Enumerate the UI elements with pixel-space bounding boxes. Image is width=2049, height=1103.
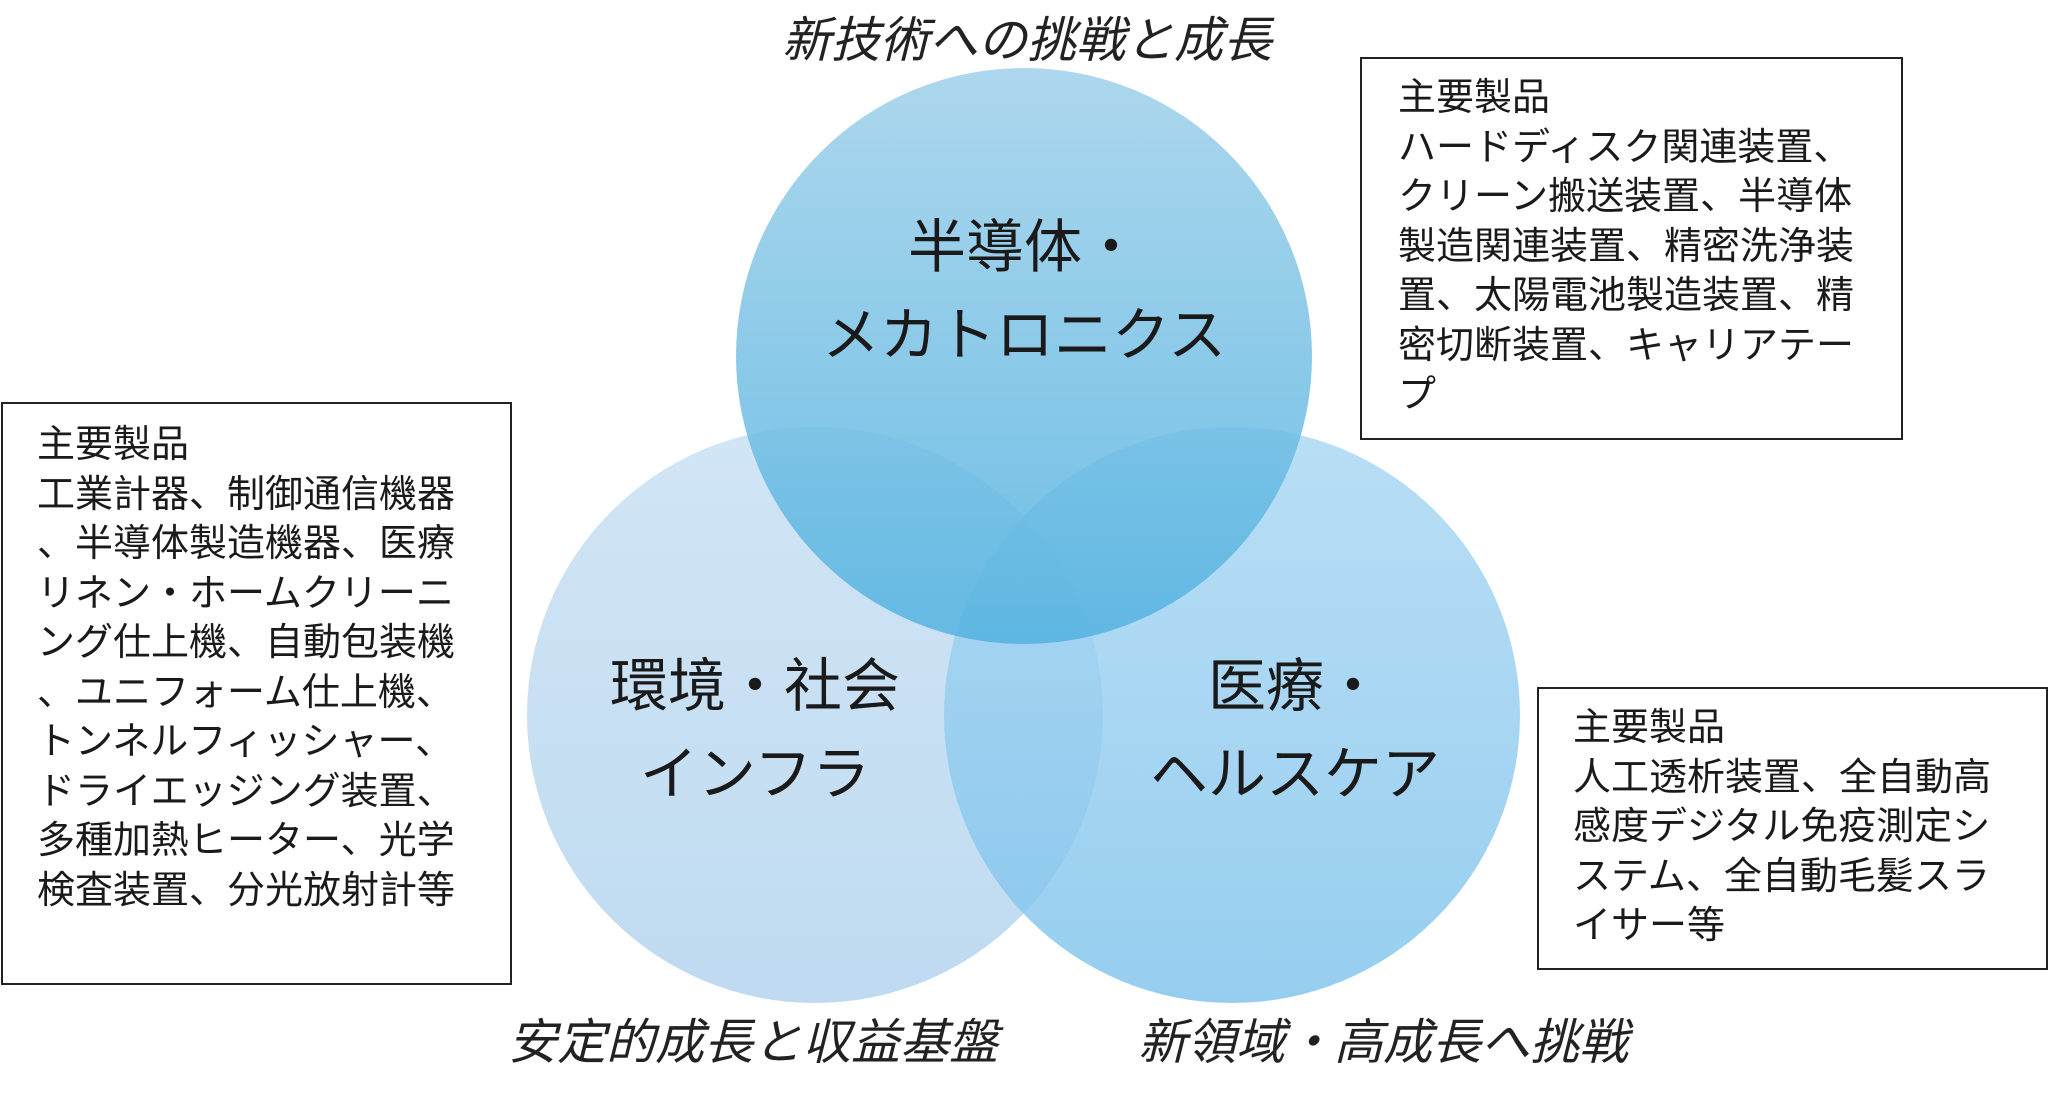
label-medical: 医療・ ヘルスケア xyxy=(1070,642,1520,818)
products-box-semiconductor: 主要製品 ハードディスク関連装置、クリーン搬送装置、半導体製造関連装置、精密洗浄… xyxy=(1360,57,1903,440)
circle-semiconductor xyxy=(736,68,1312,644)
label-semiconductor: 半導体・ メカトロニクス xyxy=(774,203,1274,379)
label-environment-line2: インフラ xyxy=(639,740,871,808)
label-semiconductor-line1: 半導体・ xyxy=(907,213,1140,281)
label-semiconductor-line2: メカトロニクス xyxy=(821,301,1227,369)
caption-top: 新技術への挑戦と成長 xyxy=(782,12,1273,69)
label-environment-line1: 環境・社会 xyxy=(609,652,900,720)
label-medical-line1: 医療・ xyxy=(1207,652,1382,720)
products-list: 工業計器、制御通信機器、半導体製造機器、医療リネン・ホームクリーニング仕上機、自… xyxy=(37,471,456,912)
label-medical-line2: ヘルスケア xyxy=(1149,740,1440,808)
label-environment: 環境・社会 インフラ xyxy=(530,642,980,818)
products-box-medical: 主要製品 人工透析装置、全自動高感度デジタル免疫測定システム、全自動毛髪スライサ… xyxy=(1537,687,2048,970)
products-heading: 主要製品 xyxy=(1398,75,1551,119)
products-heading: 主要製品 xyxy=(1573,705,1726,749)
products-box-environment: 主要製品 工業計器、制御通信機器、半導体製造機器、医療リネン・ホームクリーニング… xyxy=(1,402,512,985)
products-heading: 主要製品 xyxy=(37,422,190,466)
caption-bottom-right: 新領域・高成長へ挑戦 xyxy=(1138,1014,1629,1071)
products-list: 人工透析装置、全自動高感度デジタル免疫測定システム、全自動毛髪スライサー等 xyxy=(1573,754,1992,948)
products-list: ハードディスク関連装置、クリーン搬送装置、半導体製造関連装置、精密洗浄装置、太陽… xyxy=(1398,124,1855,417)
caption-bottom-left: 安定的成長と収益基盤 xyxy=(508,1014,999,1071)
